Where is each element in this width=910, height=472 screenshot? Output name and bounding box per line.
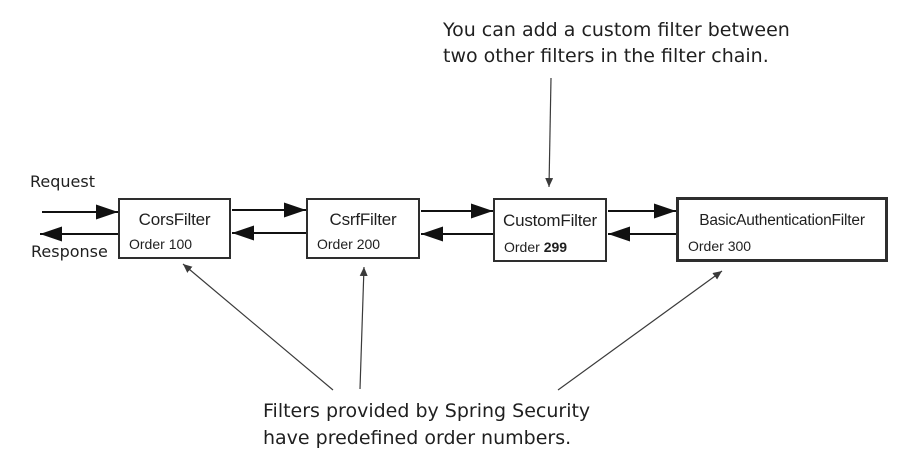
top-note-line1: You can add a custom filter between (443, 19, 790, 41)
filter-name: CorsFilter (138, 209, 211, 229)
filter-box-customfilter: CustomFilter Order 299 (493, 198, 607, 262)
order-value: 100 (168, 236, 193, 252)
order-value: 299 (543, 239, 568, 255)
filter-order: Order 300 (679, 238, 885, 259)
bottom-note-line1: Filters provided by Spring Security (263, 400, 591, 422)
order-prefix: Order (317, 236, 357, 252)
bottom-note-line2: have predefined order numbers. (263, 427, 572, 449)
order-value: 200 (356, 236, 381, 252)
filter-box-corsfilter: CorsFilter Order 100 (118, 198, 231, 259)
order-prefix: Order (129, 236, 169, 252)
order-value: 300 (727, 238, 752, 254)
bottom-note-pointer-cors (182, 263, 334, 391)
response-label: Response (31, 242, 108, 261)
top-note-line2: two other filters in the filter chain. (443, 45, 769, 67)
top-note: You can add a custom filter between two … (443, 17, 790, 69)
order-prefix: Order (688, 238, 728, 254)
filter-box-basicauthenticationfilter: BasicAuthenticationFilter Order 300 (676, 197, 888, 262)
filter-name: CsrfFilter (329, 209, 397, 229)
filter-order: Order 100 (120, 236, 229, 257)
filter-box-csrffilter: CsrfFilter Order 200 (306, 198, 420, 259)
bottom-note-pointer-basicauth (557, 270, 723, 391)
filter-name: BasicAuthenticationFilter (699, 211, 865, 229)
filter-name: CustomFilter (503, 211, 597, 230)
top-note-pointer-arrow (545, 77, 554, 188)
bottom-note: Filters provided by Spring Security have… (263, 398, 590, 452)
bottom-note-pointer-csrf (359, 266, 368, 390)
filter-order: Order 200 (308, 236, 418, 257)
filter-order: Order 299 (495, 239, 605, 260)
request-label: Request (30, 172, 95, 191)
order-prefix: Order (504, 239, 544, 255)
